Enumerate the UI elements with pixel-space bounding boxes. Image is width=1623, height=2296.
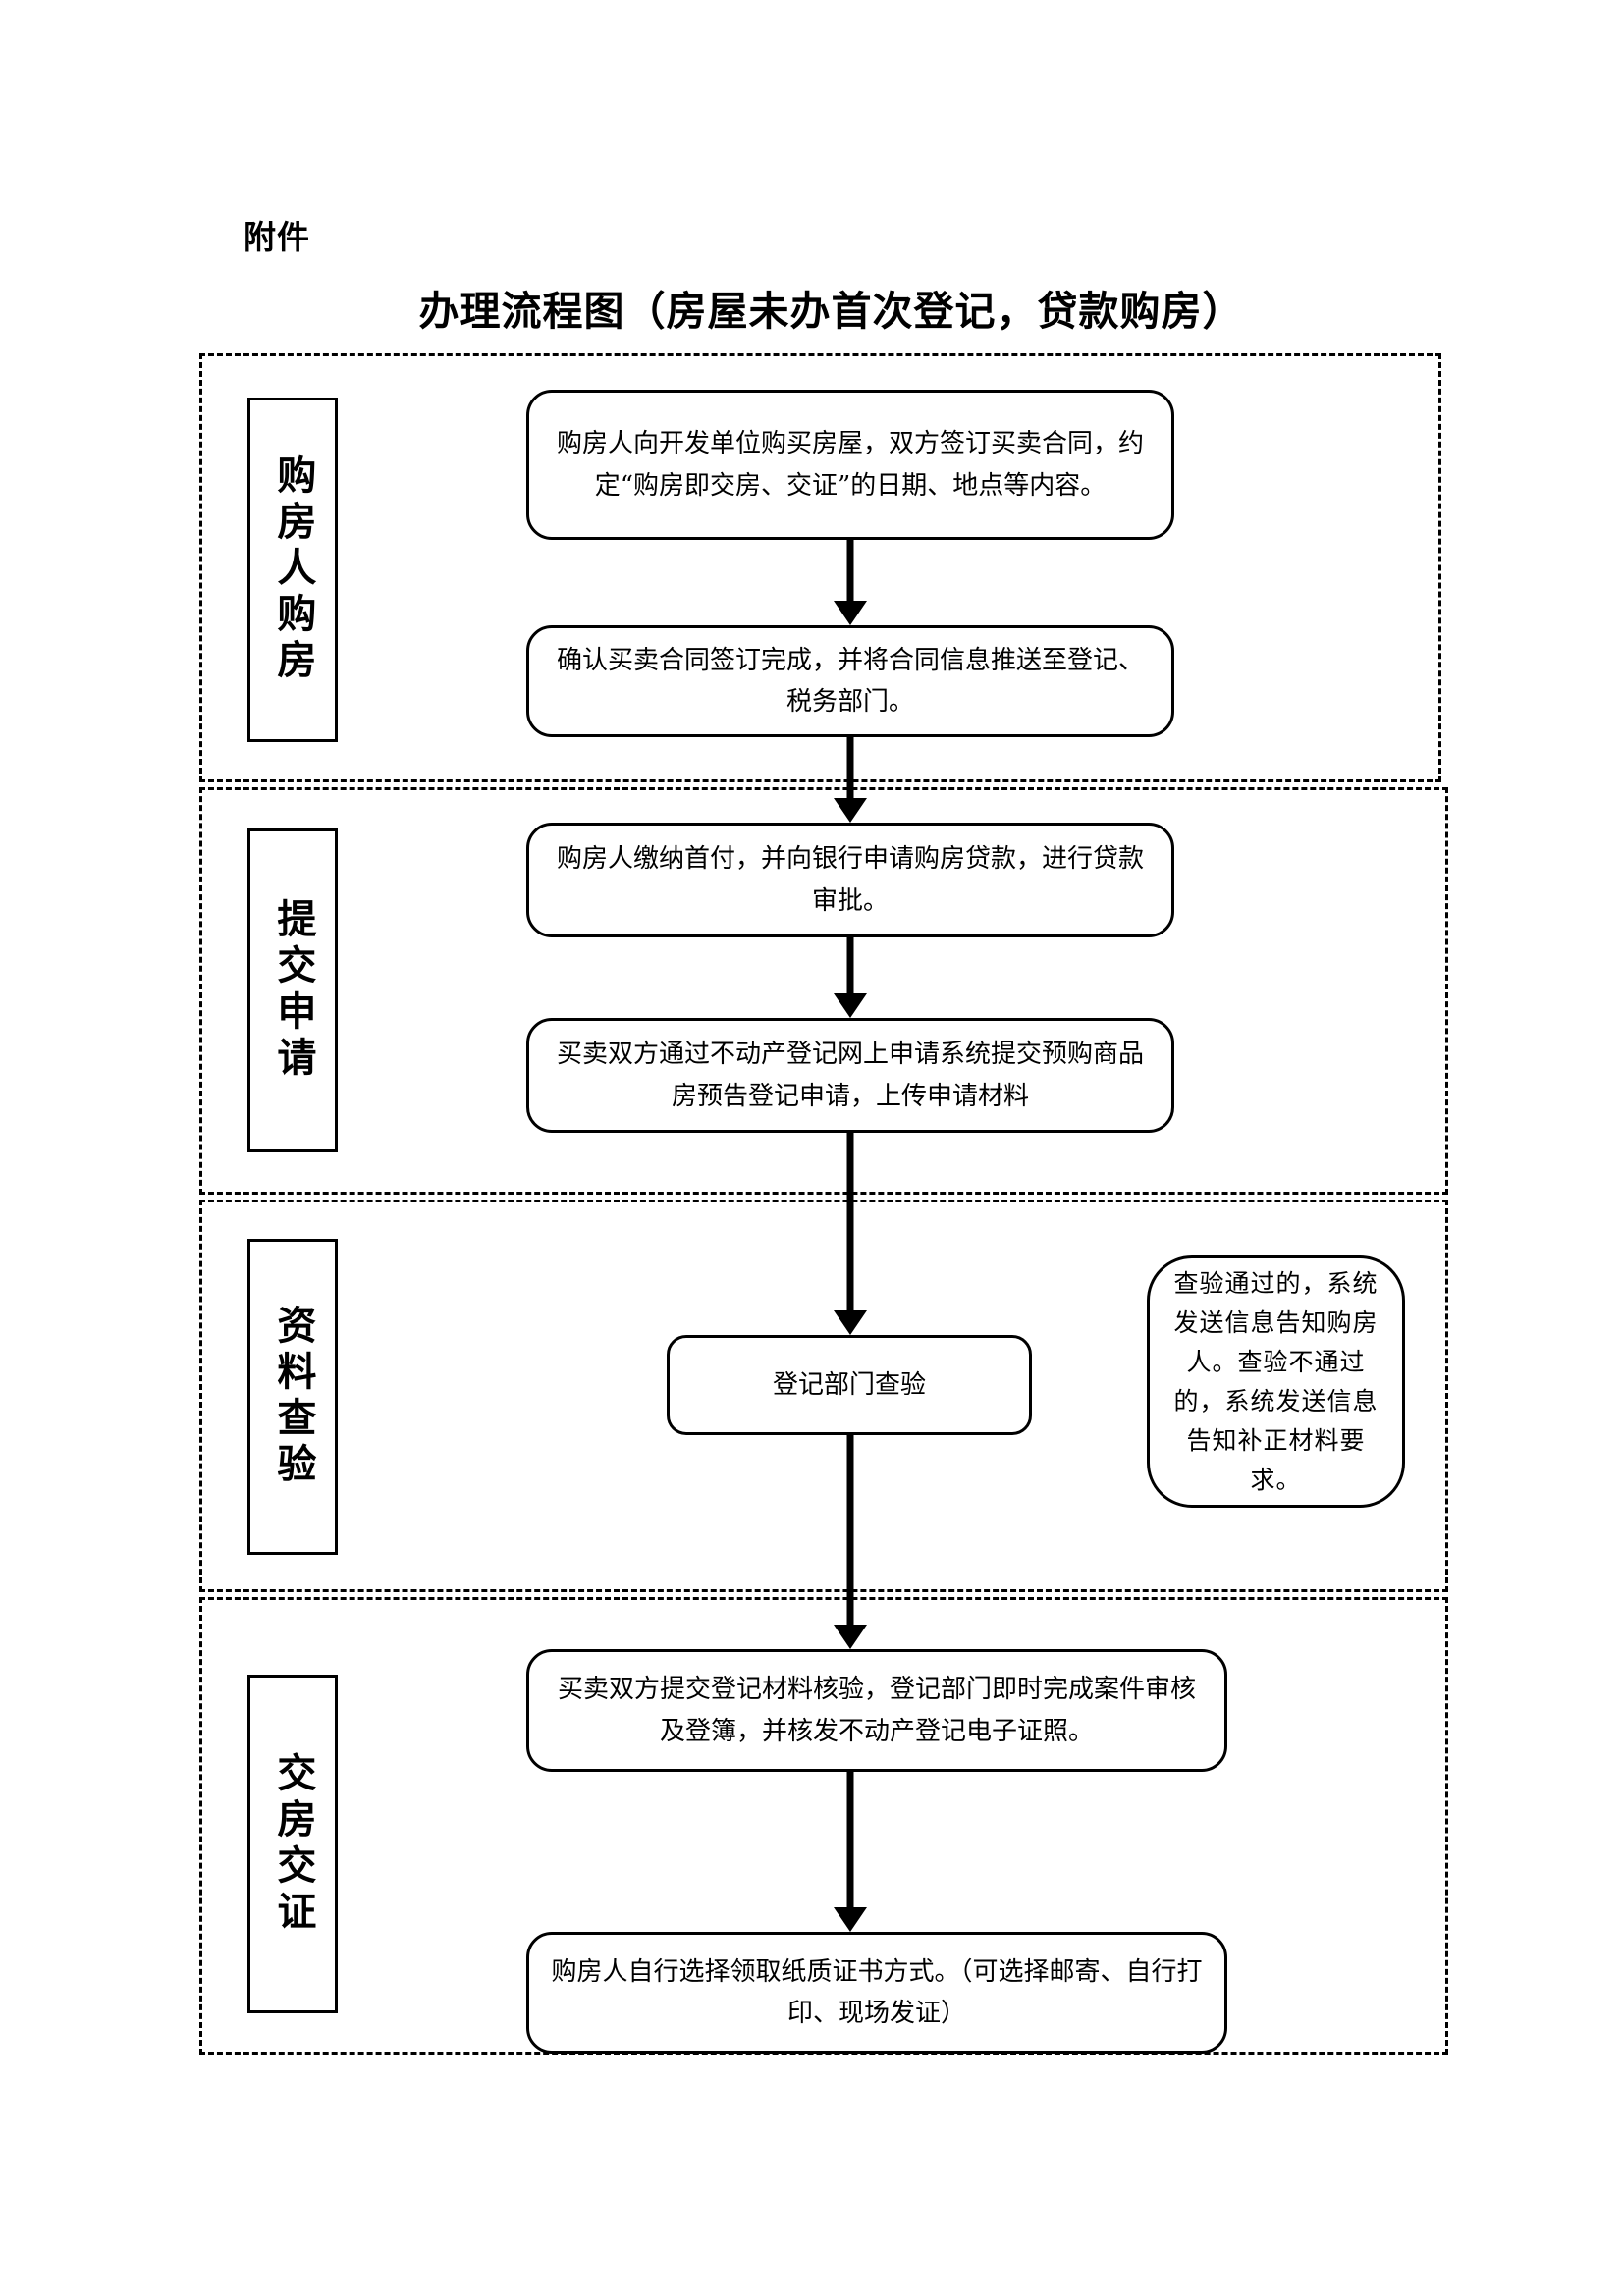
process-box-online-application: 买卖双方通过不动产登记网上申请系统提交预购商品房预告登记申请，上传申请材料 bbox=[526, 1018, 1174, 1133]
connector-arrow-4 bbox=[817, 1133, 884, 1335]
stage-label-4-text: 交房交证 bbox=[270, 1751, 316, 1937]
process-box-certificate-delivery: 购房人自行选择领取纸质证书方式。（可选择邮寄、自行打印、现场发证） bbox=[526, 1932, 1227, 2054]
stage-label-2: 提交申请 bbox=[247, 828, 338, 1152]
connector-arrow-5 bbox=[817, 1435, 884, 1649]
stage-label-1-text: 购房人购房 bbox=[270, 454, 316, 685]
process-box-material-review-registration: 买卖双方提交登记材料核验，登记部门即时完成案件审核及登簿，并核发不动产登记电子证… bbox=[526, 1649, 1227, 1772]
stage-label-3-text: 资料查验 bbox=[270, 1305, 316, 1489]
connector-arrow-3 bbox=[817, 937, 884, 1018]
annotation-note-verification-result: 查验通过的，系统发送信息告知购房人。查验不通过的，系统发送信息告知补正材料要求。 bbox=[1147, 1255, 1405, 1508]
stage-label-4: 交房交证 bbox=[247, 1675, 338, 2013]
stage-section-3 bbox=[199, 1200, 1448, 1592]
process-box-registry-verification: 登记部门查验 bbox=[667, 1335, 1032, 1435]
stage-section-1 bbox=[199, 353, 1441, 782]
connector-arrow-1 bbox=[817, 540, 884, 625]
process-box-purchase-contract: 购房人向开发单位购买房屋，双方签订买卖合同，约定“购房即交房、交证”的日期、地点… bbox=[526, 390, 1174, 540]
attachment-label: 附件 bbox=[243, 218, 310, 256]
page-title: 办理流程图（房屋未办首次登记，贷款购房） bbox=[418, 288, 1244, 335]
process-box-down-payment-loan: 购房人缴纳首付，并向银行申请购房贷款，进行贷款审批。 bbox=[526, 823, 1174, 937]
stage-label-3: 资料查验 bbox=[247, 1239, 338, 1555]
process-box-contract-confirm: 确认买卖合同签订完成，并将合同信息推送至登记、税务部门。 bbox=[526, 625, 1174, 737]
stage-label-2-text: 提交申请 bbox=[270, 898, 316, 1083]
connector-arrow-2 bbox=[817, 737, 884, 823]
connector-arrow-6 bbox=[817, 1772, 884, 1932]
stage-label-1: 购房人购房 bbox=[247, 398, 338, 742]
stage-section-2 bbox=[199, 787, 1448, 1195]
